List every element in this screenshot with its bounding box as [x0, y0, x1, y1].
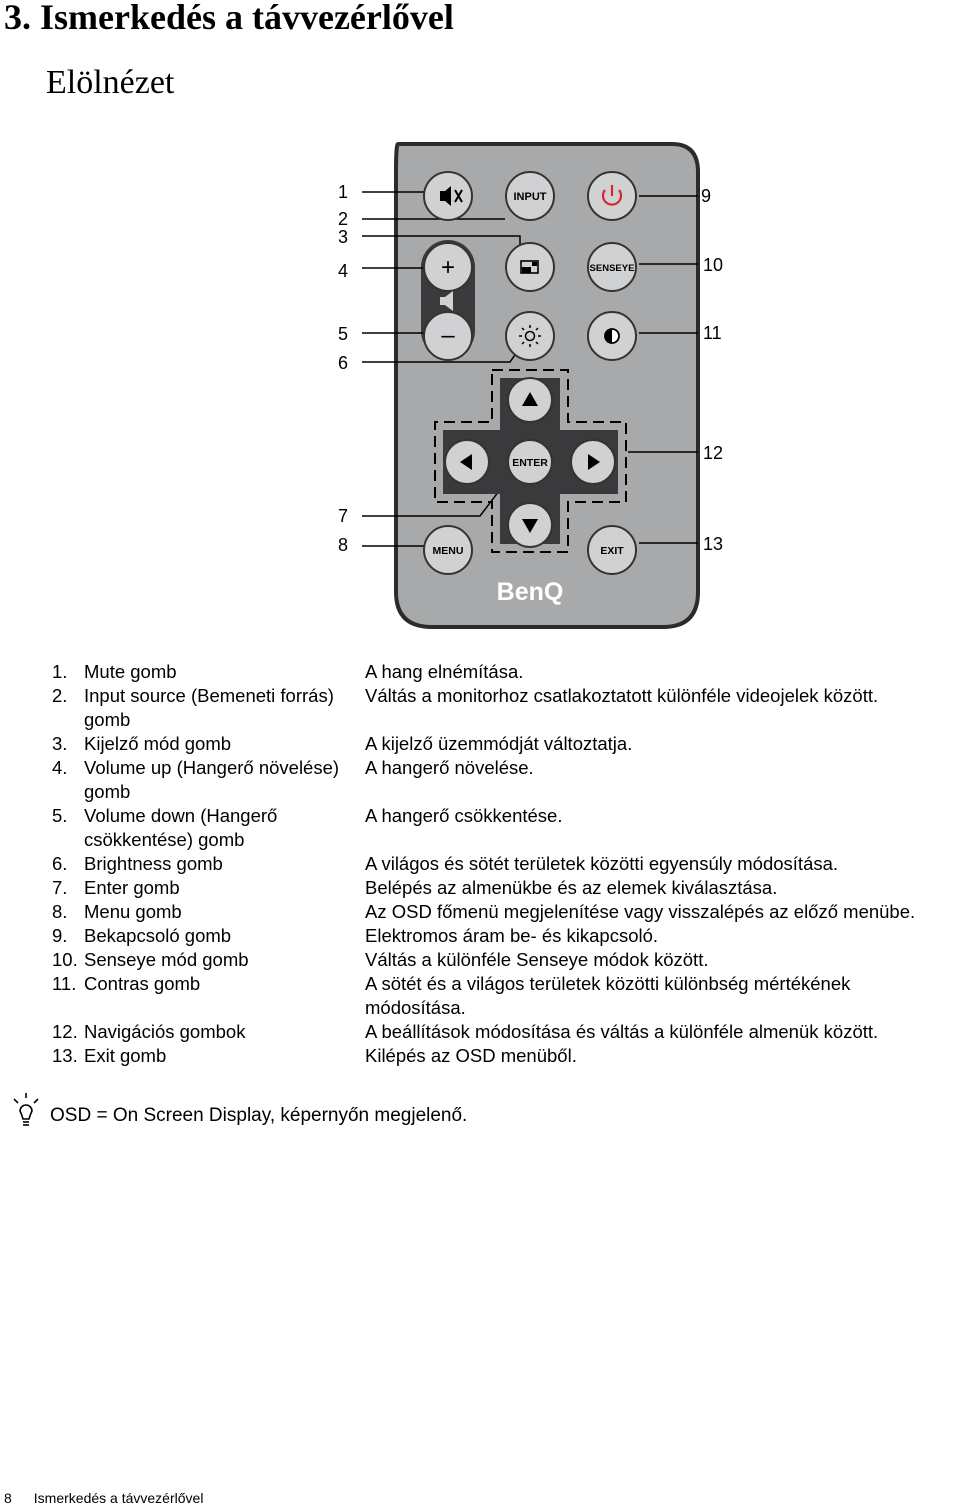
item-number: 12. [52, 1021, 78, 1042]
footer-title: Ismerkedés a távvezérlővel [33, 1490, 204, 1506]
callout-2: 2 [338, 209, 348, 229]
item-number: 11. [52, 973, 77, 994]
item-description: Az OSD főmenü megjelenítése vagy visszal… [365, 901, 916, 922]
enter-button[interactable]: ENTER [507, 439, 553, 485]
callout-12: 12 [703, 443, 723, 463]
item-number: 1. [52, 661, 68, 682]
callout-11: 11 [703, 323, 722, 343]
page-number: 8 [4, 1490, 12, 1506]
arrow-down-icon [522, 519, 538, 533]
item-description: Váltás a különféle Senseye módok között. [365, 949, 709, 970]
callout-4: 4 [338, 261, 348, 281]
item-description: A hangerő csökkentése. [365, 805, 563, 826]
power-button[interactable] [587, 171, 637, 221]
item-name: Navigációs gombok [84, 1021, 246, 1042]
callout-3: 3 [338, 227, 348, 247]
section-title: Elölnézet [46, 64, 175, 101]
item-description: Váltás a monitorhoz csatlakoztatott külö… [365, 685, 879, 706]
speaker-icon [440, 291, 453, 311]
contrast-icon [604, 328, 620, 344]
callout-6: 6 [338, 353, 348, 373]
item-name: Menu gomb [84, 901, 182, 922]
chapter-title: 3. Ismerkedés a távvezérlővel [4, 0, 454, 37]
nav-up-button[interactable] [507, 377, 553, 423]
callout-8: 8 [338, 535, 348, 555]
minus-label: – [441, 322, 455, 349]
item-description: A hangerő növelése. [365, 757, 534, 778]
menu-button[interactable]: MENU [423, 525, 473, 575]
item-number: 4. [52, 757, 68, 778]
mute-icon [440, 186, 463, 206]
enter-button-label: ENTER [512, 457, 548, 469]
arrow-right-icon [588, 454, 600, 470]
callout-10: 10 [703, 255, 723, 275]
item-description: A világos és sötét területek közötti egy… [365, 853, 839, 874]
item-name: Bekapcsoló gomb [84, 925, 232, 946]
power-icon [601, 185, 623, 206]
item-number: 5. [52, 805, 68, 826]
item-name: Mute gomb [84, 661, 177, 682]
item-number: 8. [52, 901, 68, 922]
arrow-left-icon [460, 454, 472, 470]
callout-1: 1 [338, 182, 348, 202]
nav-right-button[interactable] [570, 439, 616, 485]
item-number: 13. [52, 1045, 78, 1066]
senseye-button-label: SENSEYE [590, 263, 635, 274]
item-name: Volume down (Hangerő csökkentése) gomb [84, 805, 278, 850]
page-footer: 8 Ismerkedés a távvezérlővel [4, 1490, 225, 1506]
exit-button[interactable]: EXIT [587, 525, 637, 575]
contrast-button[interactable] [587, 311, 637, 361]
mute-button[interactable] [423, 171, 473, 221]
arrow-up-icon [522, 392, 538, 406]
item-number: 3. [52, 733, 68, 754]
menu-button-label: MENU [433, 545, 464, 557]
item-name: Senseye mód gomb [84, 949, 249, 970]
item-number: 6. [52, 853, 68, 874]
item-number: 7. [52, 877, 68, 898]
input-button[interactable]: INPUT [505, 171, 555, 221]
item-description: A sötét és a világos területek közötti k… [365, 973, 851, 1018]
input-button-label: INPUT [514, 191, 547, 203]
navigation-dashed-outline [434, 369, 627, 553]
remote-control-illustration: INPUT + SENSEYE – [338, 142, 723, 629]
item-name: Contras gomb [84, 973, 201, 994]
item-name: Enter gomb [84, 877, 180, 898]
display-mode-icon [520, 260, 539, 274]
item-name: Input source (Bemeneti forrás) gomb [84, 685, 334, 730]
senseye-button[interactable]: SENSEYE [587, 242, 637, 292]
item-description: A hang elnémítása. [365, 661, 524, 682]
callout-13: 13 [703, 534, 723, 554]
item-description: Elektromos áram be- és kikapcsoló. [365, 925, 659, 946]
nav-left-button[interactable] [444, 439, 490, 485]
item-number: 2. [52, 685, 68, 706]
callout-5: 5 [338, 324, 348, 344]
item-name: Volume up (Hangerő növelése) gomb [84, 757, 340, 802]
brightness-icon [519, 325, 541, 347]
item-number: 10. [52, 949, 78, 970]
callout-9: 9 [701, 186, 711, 206]
lightbulb-icon [13, 1093, 39, 1126]
item-description: A kijelző üzemmódját változtatja. [365, 733, 633, 754]
osd-note: OSD = On Screen Display, képernyőn megje… [50, 1105, 468, 1126]
volume-up-button[interactable]: + [423, 242, 473, 292]
nav-down-button[interactable] [507, 502, 553, 548]
item-number: 9. [52, 925, 68, 946]
item-description: Kilépés az OSD menüből. [365, 1045, 577, 1066]
item-description: Belépés az almenükbe és az elemek kivála… [365, 877, 778, 898]
display-mode-button[interactable] [505, 242, 555, 292]
exit-button-label: EXIT [600, 545, 624, 557]
volume-down-button[interactable]: – [423, 311, 473, 361]
callout-7: 7 [338, 506, 348, 526]
item-name: Brightness gomb [84, 853, 223, 874]
item-name: Kijelző mód gomb [84, 733, 232, 754]
item-name: Exit gomb [84, 1045, 167, 1066]
item-description: A beállítások módosítása és váltás a kül… [365, 1021, 879, 1042]
benq-logo: BenQ [497, 578, 564, 606]
plus-label: + [441, 254, 455, 281]
brightness-button[interactable] [505, 311, 555, 361]
